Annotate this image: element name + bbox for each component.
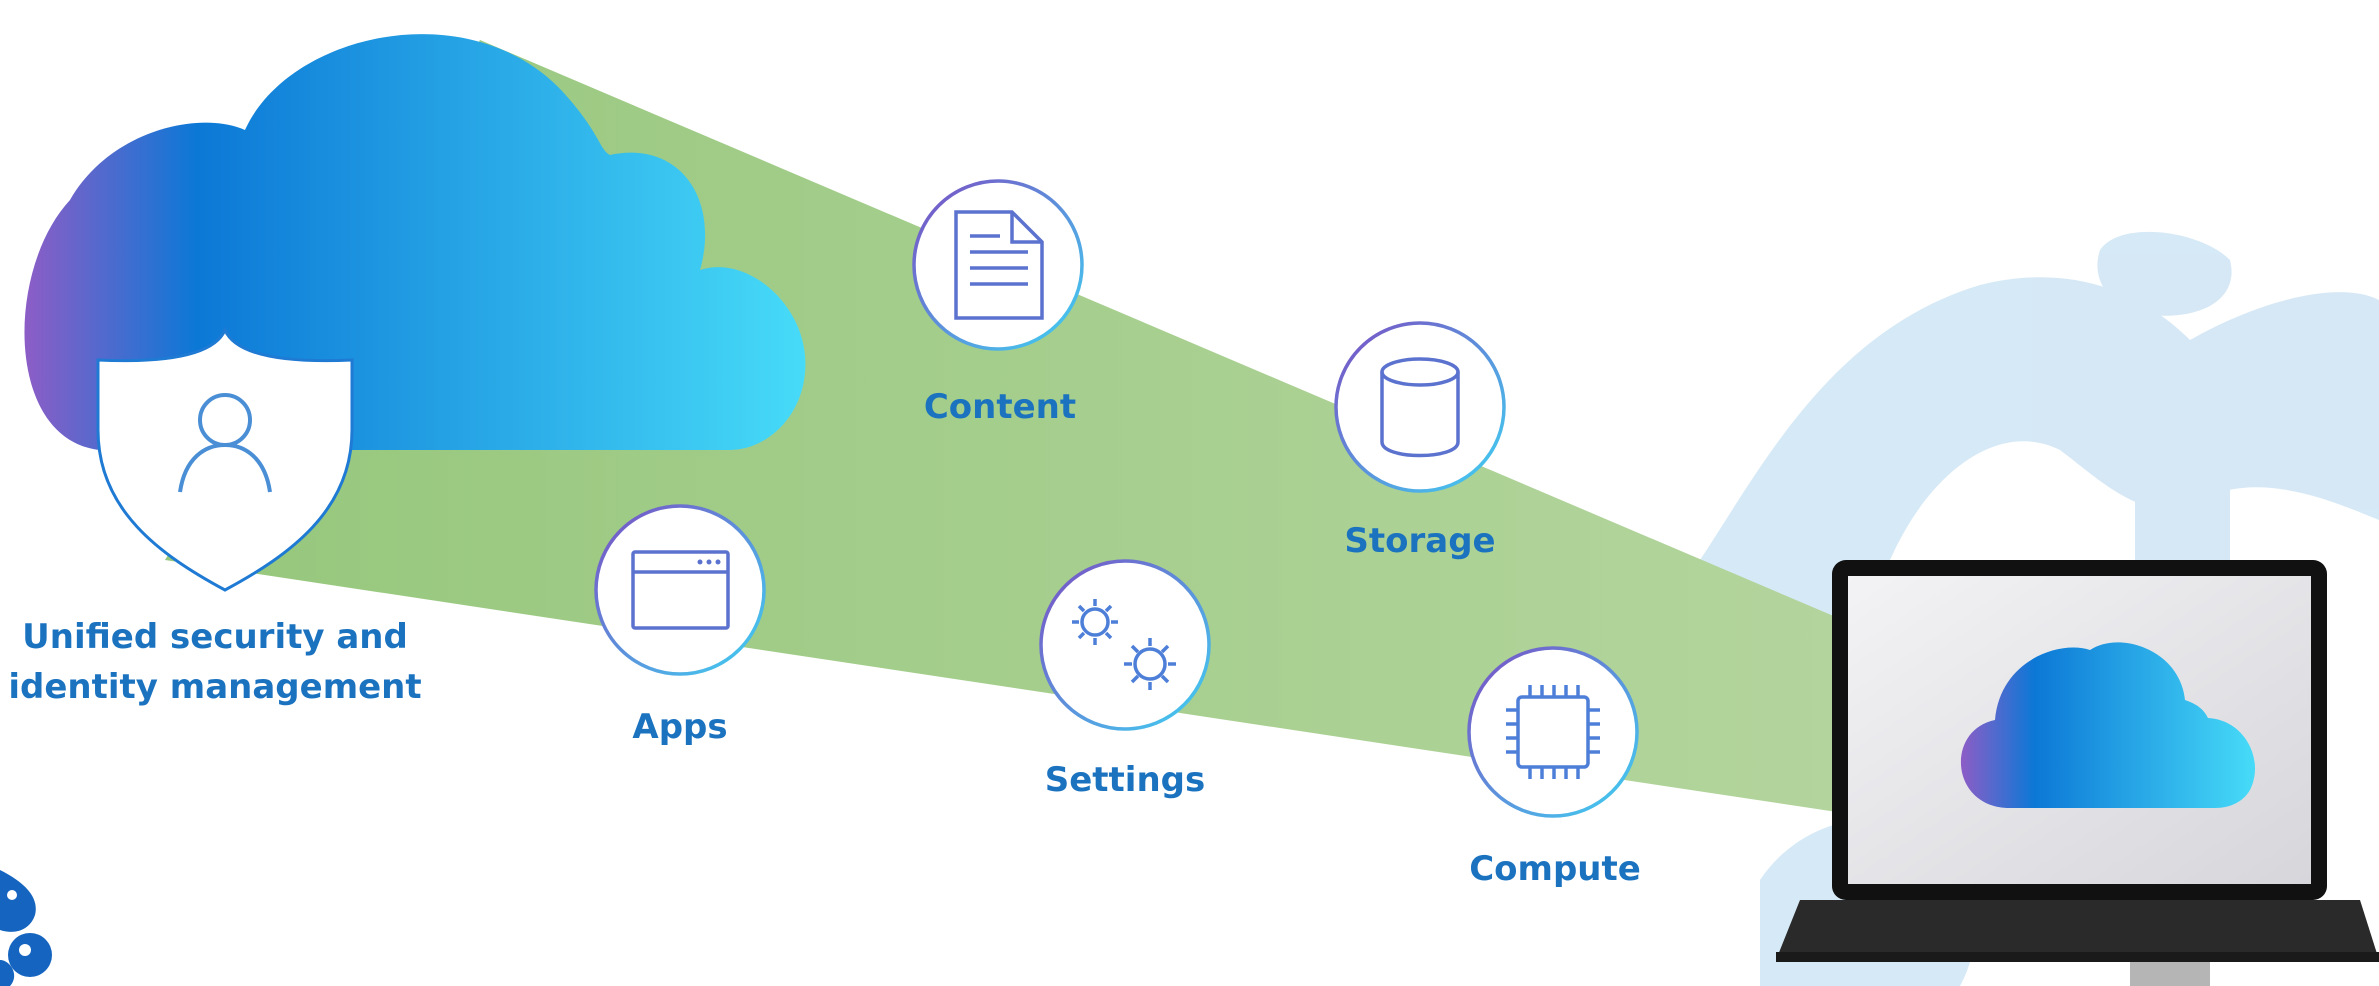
compute-node (1467, 646, 1639, 818)
app-window-icon (631, 550, 730, 630)
gears-icon (1072, 599, 1176, 690)
document-icon (954, 210, 1044, 320)
storage-label: Storage (1344, 521, 1496, 561)
database-icon (1380, 357, 1460, 458)
chip-icon (1506, 685, 1600, 779)
apps-label: Apps (632, 707, 728, 747)
source-label: Unified security and identity management (0, 612, 430, 712)
settings-label: Settings (1044, 760, 1206, 800)
apps-node (594, 504, 766, 676)
content-label: Content (923, 387, 1077, 427)
shield-icon (96, 326, 354, 592)
corner-logo-icon (0, 870, 52, 986)
source-label-line-1: Unified security and (22, 617, 408, 657)
settings-node (1039, 559, 1211, 731)
laptop-cloud-icon (1960, 642, 2256, 808)
laptop-icon (1776, 560, 2379, 986)
source-label-line-2: identity management (8, 667, 422, 707)
storage-node (1334, 321, 1506, 493)
compute-label: Compute (1469, 849, 1641, 889)
content-node (912, 179, 1084, 351)
user-icon (178, 393, 272, 493)
